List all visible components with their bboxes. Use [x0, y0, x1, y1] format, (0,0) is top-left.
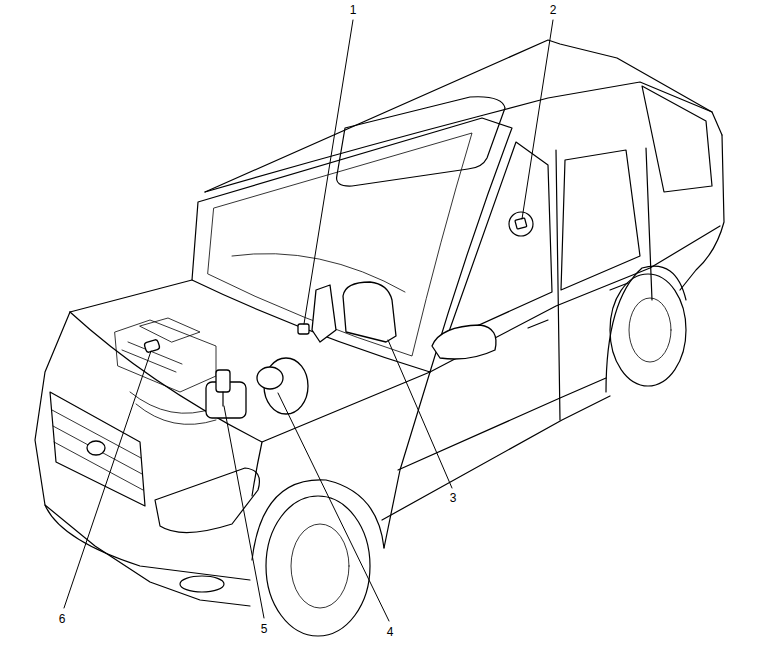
rear-wheel [610, 274, 686, 386]
sensor-5 [216, 370, 230, 392]
components [144, 212, 533, 418]
leader-line [278, 393, 389, 621]
leader-line [64, 351, 151, 608]
sensor-6 [144, 339, 160, 353]
airbag-module [343, 282, 396, 342]
windshield-inner [208, 133, 472, 356]
grille [50, 392, 145, 506]
front-wheel-arch [252, 480, 384, 560]
callout-number: 1 [350, 4, 357, 16]
leader-line [224, 406, 264, 618]
far-side-hood [70, 280, 192, 312]
leader-line [388, 340, 452, 488]
quarter-window [642, 86, 712, 192]
door-mirror [432, 325, 496, 359]
callout-number: 4 [387, 626, 394, 638]
callout-number: 2 [550, 4, 557, 16]
sunroof [337, 97, 505, 186]
door-belt-line [430, 226, 720, 372]
callout-number: 6 [59, 613, 66, 625]
roof-line [205, 40, 722, 192]
fog-light [180, 576, 224, 592]
car-body [35, 40, 724, 636]
callout-number: 3 [450, 492, 457, 504]
rear-door-edge [646, 148, 652, 300]
front-silhouette [35, 312, 250, 606]
door-lower-line [398, 378, 606, 470]
sensor-5-stem [222, 392, 223, 406]
leader-line [522, 20, 553, 219]
leader-line [304, 20, 353, 324]
front-wheel-hub [291, 524, 349, 608]
rear-body [680, 135, 724, 290]
headlight [155, 468, 259, 533]
front-wheel [266, 496, 370, 636]
intake-hose [130, 392, 216, 424]
rear-door-window [561, 150, 640, 290]
front-door-window [446, 142, 552, 340]
sensor-2 [515, 218, 527, 229]
front-fender-line [384, 372, 430, 548]
leader-lines [64, 20, 553, 621]
fender [252, 442, 262, 496]
rear-wheel-arch [606, 266, 686, 392]
sensor-2-ring [509, 212, 533, 236]
rear-wheel-hub [629, 298, 671, 362]
emblem [87, 441, 105, 455]
engine-cover [140, 318, 200, 342]
sensor-1 [298, 324, 309, 334]
windshield [192, 118, 512, 372]
b-pillar [556, 150, 560, 420]
grille-bars [52, 410, 143, 490]
horn-body [257, 367, 283, 389]
sensor-bracket [312, 285, 336, 342]
front-bumper [45, 505, 250, 580]
engine-phantom [115, 318, 216, 424]
sill [382, 396, 610, 520]
callout-number: 5 [261, 623, 268, 635]
engine-block [115, 320, 216, 392]
